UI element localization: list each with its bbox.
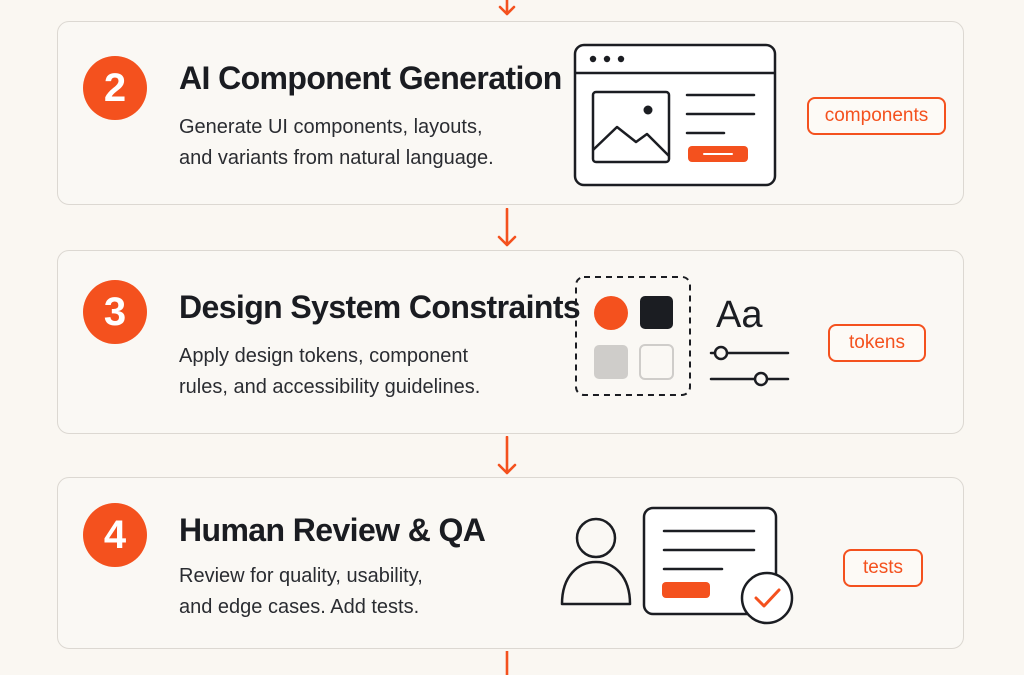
- step-card: 4 Human Review & QA Review for quality, …: [57, 477, 964, 649]
- step-description: Generate UI components, layouts, and var…: [179, 112, 559, 174]
- arrow-down-icon: [497, 436, 517, 475]
- tag-components: components: [807, 97, 946, 135]
- step-number-badge: 2: [83, 56, 147, 120]
- description-line: Apply design tokens, component: [179, 345, 469, 367]
- step-description: Review for quality, usability, and edge …: [179, 561, 559, 623]
- typography-sample: Aa: [716, 294, 763, 336]
- description-line: Review for quality, usability,: [179, 565, 423, 587]
- step-number-badge: 4: [83, 503, 147, 567]
- step-title: Design System Constraints: [179, 289, 581, 325]
- step-card: 2 AI Component Generation Generate UI co…: [57, 21, 964, 205]
- step-description: Apply design tokens, component rules, an…: [179, 341, 559, 403]
- step-title: AI Component Generation: [179, 60, 562, 96]
- design-tokens-icon: Aa: [575, 276, 790, 396]
- step-card: 3 Design System Constraints Apply design…: [57, 250, 964, 434]
- tag-tests: tests: [843, 549, 923, 587]
- browser-window-icon: [573, 43, 777, 187]
- review-checklist-icon: [560, 506, 794, 625]
- description-line: and variants from natural language.: [179, 147, 494, 169]
- description-line: rules, and accessibility guidelines.: [179, 376, 481, 398]
- description-line: Generate UI components, layouts,: [179, 116, 483, 138]
- tag-tokens: tokens: [828, 324, 926, 362]
- arrow-bottom-icon: [505, 651, 509, 675]
- step-title: Human Review & QA: [179, 512, 486, 548]
- step-number-badge: 3: [83, 280, 147, 344]
- description-line: and edge cases. Add tests.: [179, 596, 420, 618]
- arrow-down-icon: [497, 208, 517, 247]
- arrow-top-icon: [498, 0, 516, 16]
